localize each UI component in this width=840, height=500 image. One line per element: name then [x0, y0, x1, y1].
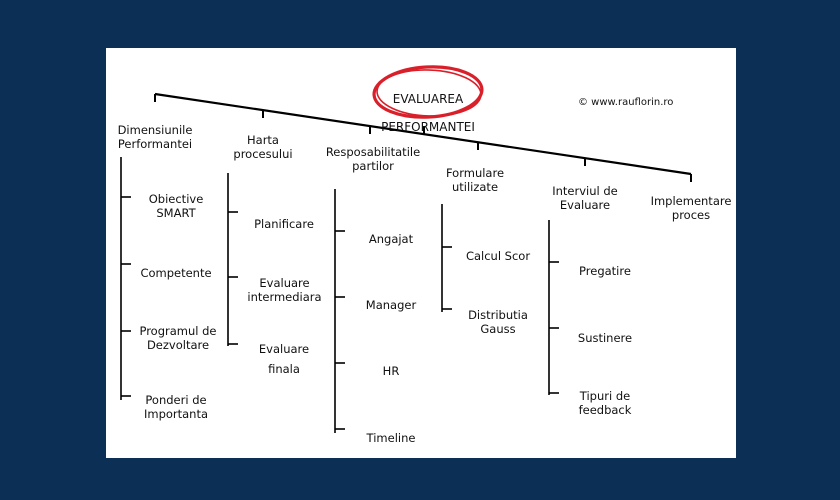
- branch-label-implementare: Implementare proces: [650, 194, 732, 222]
- diagram-canvas: EVALUAREA PERFORMANTEI © www.rauflorin.r…: [106, 48, 736, 458]
- branch-item-pregatire: Pregatire: [579, 264, 631, 278]
- branch-label-dimensiunile: Dimensiunile Performantei: [117, 123, 193, 151]
- branch-item-competente: Competente: [140, 266, 212, 280]
- branch-label-interviul: Interviul de Evaluare: [552, 184, 618, 212]
- copyright-text: © www.rauflorin.ro: [578, 97, 674, 108]
- branch-item-sustinere: Sustinere: [577, 331, 633, 345]
- title-line-1: EVALUAREA: [392, 92, 464, 106]
- branch-item-manager: Manager: [365, 298, 417, 312]
- branch-label-resposabilitatile: Resposabilitatile partilor: [325, 145, 421, 173]
- branch-item-programul: Programul de Dezvoltare: [139, 324, 217, 352]
- branch-item-ponderi: Ponderi de Importanta: [143, 393, 209, 421]
- branch-item-timeline: Timeline: [366, 431, 416, 445]
- branch-item-angajat: Angajat: [368, 232, 414, 246]
- branch-label-formulare: Formulare utilizate: [445, 166, 505, 194]
- title-highlight-ellipse: [372, 65, 484, 119]
- title-line-2: PERFORMANTEI: [381, 120, 475, 134]
- branch-item-hr: HR: [382, 364, 400, 378]
- branch-item-distributia-gauss: Distributia Gauss: [468, 308, 528, 336]
- branch-item-objective-smart: Obiective SMART: [148, 192, 204, 220]
- branch-item-evaluare-finala: Evaluare finala: [258, 342, 310, 376]
- branch-item-evaluare-intermediara: Evaluare intermediara: [247, 276, 322, 304]
- branch-label-harta: Harta procesului: [233, 133, 293, 161]
- branch-item-calcul-scor: Calcul Scor: [465, 249, 531, 263]
- branch-item-tipuri-feedback: Tipuri de feedback: [578, 389, 632, 417]
- branch-item-planificare: Planificare: [254, 217, 314, 231]
- connector-lines: [120, 65, 692, 433]
- diagram-title: EVALUAREA PERFORMANTEI: [368, 78, 488, 148]
